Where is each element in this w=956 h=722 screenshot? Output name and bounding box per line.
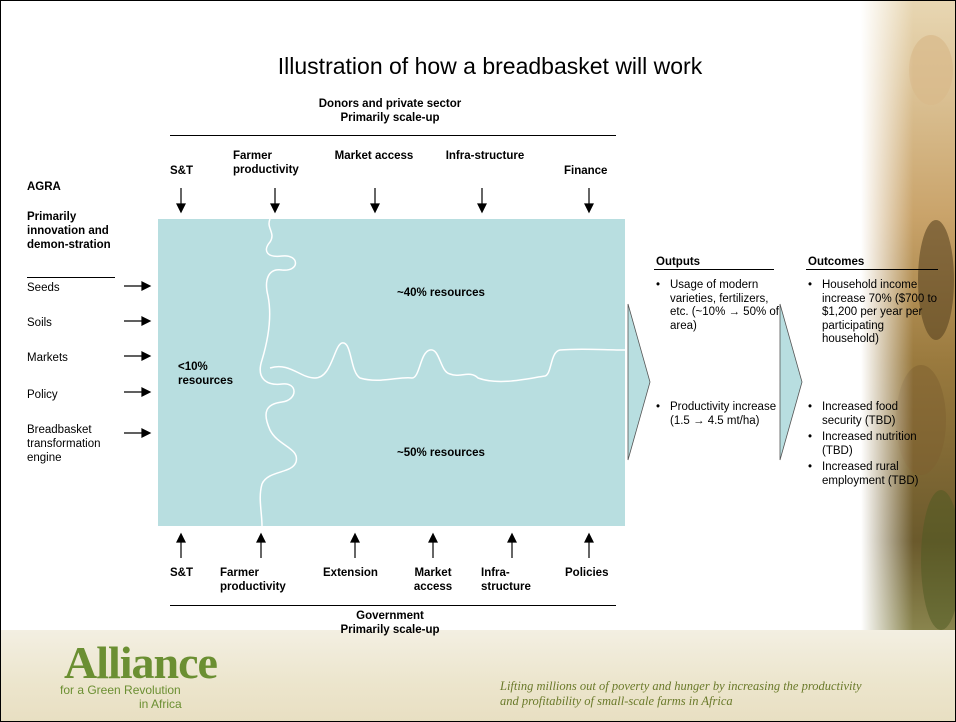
bottom-item-extension: Extension [323,567,378,579]
alliance-logo-subtitle-1: for a Green Revolution [60,683,181,697]
agra-item-breadbasket-engine: Breadbasket transformation engine [27,424,101,464]
bottom-resources-label: ~50% resources [397,447,485,459]
left-resources-label: <10% resources [178,361,233,387]
outcome-bullet-1: • Household income increase 70% ($700 to… [808,279,938,347]
bullet-icon: • [808,401,813,413]
vertical-boundary [259,218,298,527]
bottom-rule [170,605,616,606]
agra-heading: Primarily innovation and demon-stration [27,211,111,251]
top-resources-label: ~40% resources [397,287,485,299]
outcome-bullet-text-1: Household income increase 70% ($700 to $… [822,279,938,345]
outcome-bullet-text-3: Increased nutrition (TBD) [822,431,917,457]
bullet-icon: • [656,401,661,413]
top-item-finance: Finance [564,165,608,177]
outputs-heading: Outputs [656,256,701,268]
top-item-market-access: Market access [334,150,414,162]
horizontal-boundary [269,342,626,383]
top-heading-line2: Primarily scale-up [340,112,440,124]
bottom-item-st: S&T [170,567,193,579]
agra-item-seeds: Seeds [27,282,60,294]
output-bullet-1: • Usage of modern varieties, fertilizers… [656,279,781,333]
bottom-heading: Government Primarily scale-up [290,609,490,637]
bottom-item-farmer-productivity: Farmer productivity [220,567,286,593]
top-heading: Donors and private sector Primarily scal… [290,97,490,125]
outcome-bullet-4: • Increased rural employment (TBD) [808,461,940,488]
bottom-item-infrastructure: Infra-structure [481,567,531,593]
top-item-farmer-productivity: Farmer productivity [233,150,299,176]
bullet-icon: • [656,279,661,291]
decorative-photo-strip [861,0,956,722]
outcome-bullet-text-2: Increased food security (TBD) [822,401,899,427]
top-arrows [176,188,594,214]
bullet-icon: • [808,279,813,291]
agra-rule [27,277,115,278]
outcomes-chevron [779,303,803,461]
top-heading-line1: Donors and private sector [318,98,462,110]
outcome-bullet-3: • Increased nutrition (TBD) [808,431,940,458]
alliance-logo: Alliance [64,637,218,688]
agra-item-markets: Markets [27,352,68,364]
agra-item-soils: Soils [27,317,52,329]
agra-label: AGRA [27,181,61,193]
bottom-item-market-access: Market access [413,567,453,593]
bullet-icon: • [808,431,813,443]
output-bullet-text-1: Usage of modern varieties, fertilizers, … [670,279,779,332]
top-item-st: S&T [170,165,193,177]
bullet-icon: • [808,461,813,473]
bottom-arrows [176,532,594,558]
output-bullet-text-2: Productivity increase (1.5 → 4.5 mt/ha) [670,401,777,427]
outcomes-heading: Outcomes [808,256,865,268]
footer-band [0,630,956,722]
outcome-bullet-text-4: Increased rural employment (TBD) [822,461,919,487]
bottom-item-policies: Policies [565,567,609,579]
outcome-bullet-2: • Increased food security (TBD) [808,401,940,428]
agra-item-policy: Policy [27,389,58,401]
bottom-heading-line1: Government [356,610,424,622]
bottom-heading-line2: Primarily scale-up [340,624,440,636]
top-rule [170,135,616,136]
outputs-chevron [627,303,651,461]
top-item-infrastructure: Infra-structure [445,150,525,162]
resource-box [158,219,625,526]
outcomes-rule [806,269,938,270]
outputs-rule [654,269,774,270]
agra-arrows [124,281,152,438]
footer-tagline: Lifting millions out of poverty and hung… [500,679,862,708]
output-bullet-2: • Productivity increase (1.5 → 4.5 mt/ha… [656,401,786,428]
alliance-logo-subtitle-2: in Africa [139,697,182,711]
page-title: Illustration of how a breadbasket will w… [277,53,703,79]
